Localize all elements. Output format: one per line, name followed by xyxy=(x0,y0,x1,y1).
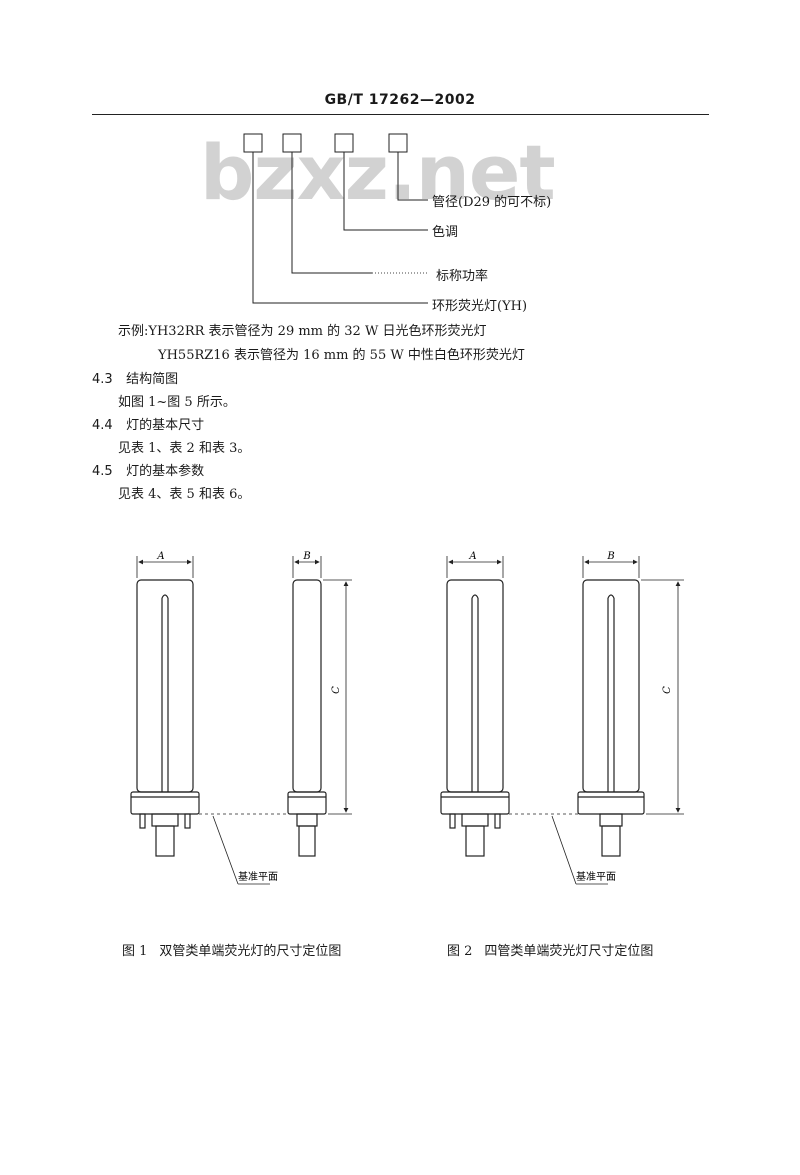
fig1-label-b: B xyxy=(302,551,310,562)
section-number: 4.5 xyxy=(92,464,113,479)
fig2-reference-plane xyxy=(509,813,608,885)
label-lamp-type: 环形荧光灯(YH) xyxy=(432,299,528,314)
leader-type xyxy=(252,152,428,304)
fig1-reference-plane xyxy=(199,813,288,885)
figures-drawing: A B C 基准平面 A B C 基准平面 xyxy=(130,551,684,885)
fig1-dim-b xyxy=(292,556,322,578)
section-4-3-heading: 4.3 结构简图 xyxy=(92,368,178,387)
fig2-label-c: C xyxy=(662,686,673,694)
section-4-4-body: 见表 1、表 2 和表 3。 xyxy=(118,441,251,456)
fig2-side-view xyxy=(577,579,645,857)
leader-power xyxy=(291,152,372,274)
section-title: 结构简图 xyxy=(126,372,179,387)
header-rule xyxy=(92,114,709,115)
fig1-dim-a xyxy=(136,556,194,578)
section-4-3-body: 如图 1~图 5 所示。 xyxy=(118,395,236,410)
fig1-label-c: C xyxy=(331,686,342,694)
fig1-front-view xyxy=(130,579,200,857)
fig2-dim-b xyxy=(582,556,640,578)
fig2-label-b: B xyxy=(606,551,614,562)
code-box-type xyxy=(243,133,263,153)
fig2-front-view xyxy=(440,579,510,857)
watermark: bzxz.net xyxy=(200,128,556,217)
label-color-tone: 色调 xyxy=(432,225,459,240)
standard-code: GB/T 17262—2002 xyxy=(324,92,476,108)
section-title: 灯的基本参数 xyxy=(126,464,205,479)
fig2-dim-c xyxy=(641,579,684,815)
section-number: 4.4 xyxy=(92,418,113,433)
fig1-reference-label: 基准平面 xyxy=(238,870,278,883)
section-title: 灯的基本尺寸 xyxy=(126,418,205,433)
section-4-5-heading: 4.5 灯的基本参数 xyxy=(92,460,204,479)
code-box-power xyxy=(282,133,302,153)
section-4-5-body: 见表 4、表 5 和表 6。 xyxy=(118,487,251,502)
fig1-side-view xyxy=(287,579,327,857)
section-4-4-heading: 4.4 灯的基本尺寸 xyxy=(92,414,204,433)
leader-diameter xyxy=(397,152,428,201)
fig1-caption-text: 双管类单端荧光灯的尺寸定位图 xyxy=(159,944,342,959)
leader-color xyxy=(343,152,428,231)
fig2-dim-a xyxy=(446,556,504,578)
fig1-caption: 图 1 双管类单端荧光灯的尺寸定位图 xyxy=(122,940,341,959)
fig2-caption: 图 2 四管类单端荧光灯尺寸定位图 xyxy=(447,940,653,959)
fig2-caption-text: 四管类单端荧光灯尺寸定位图 xyxy=(484,944,654,959)
label-tube-diameter: 管径(D29 的可不标) xyxy=(432,195,552,210)
section-number: 4.3 xyxy=(92,372,113,387)
fig1-dim-c xyxy=(323,579,352,815)
fig2-reference-label: 基准平面 xyxy=(576,870,616,883)
label-rated-power: 标称功率 xyxy=(436,269,489,284)
fig1-label-a: A xyxy=(156,551,164,562)
code-box-color xyxy=(334,133,354,153)
coding-diagram xyxy=(243,133,428,304)
example-line-1: 示例:YH32RR 表示管径为 29 mm 的 32 W 日光色环形荧光灯 xyxy=(118,324,487,339)
fig2-number: 图 2 xyxy=(447,944,473,959)
fig1-number: 图 1 xyxy=(122,944,148,959)
fig2-label-a: A xyxy=(468,551,476,562)
example-line-2: YH55RZ16 表示管径为 16 mm 的 55 W 中性白色环形荧光灯 xyxy=(158,348,525,363)
code-box-diameter xyxy=(388,133,408,153)
